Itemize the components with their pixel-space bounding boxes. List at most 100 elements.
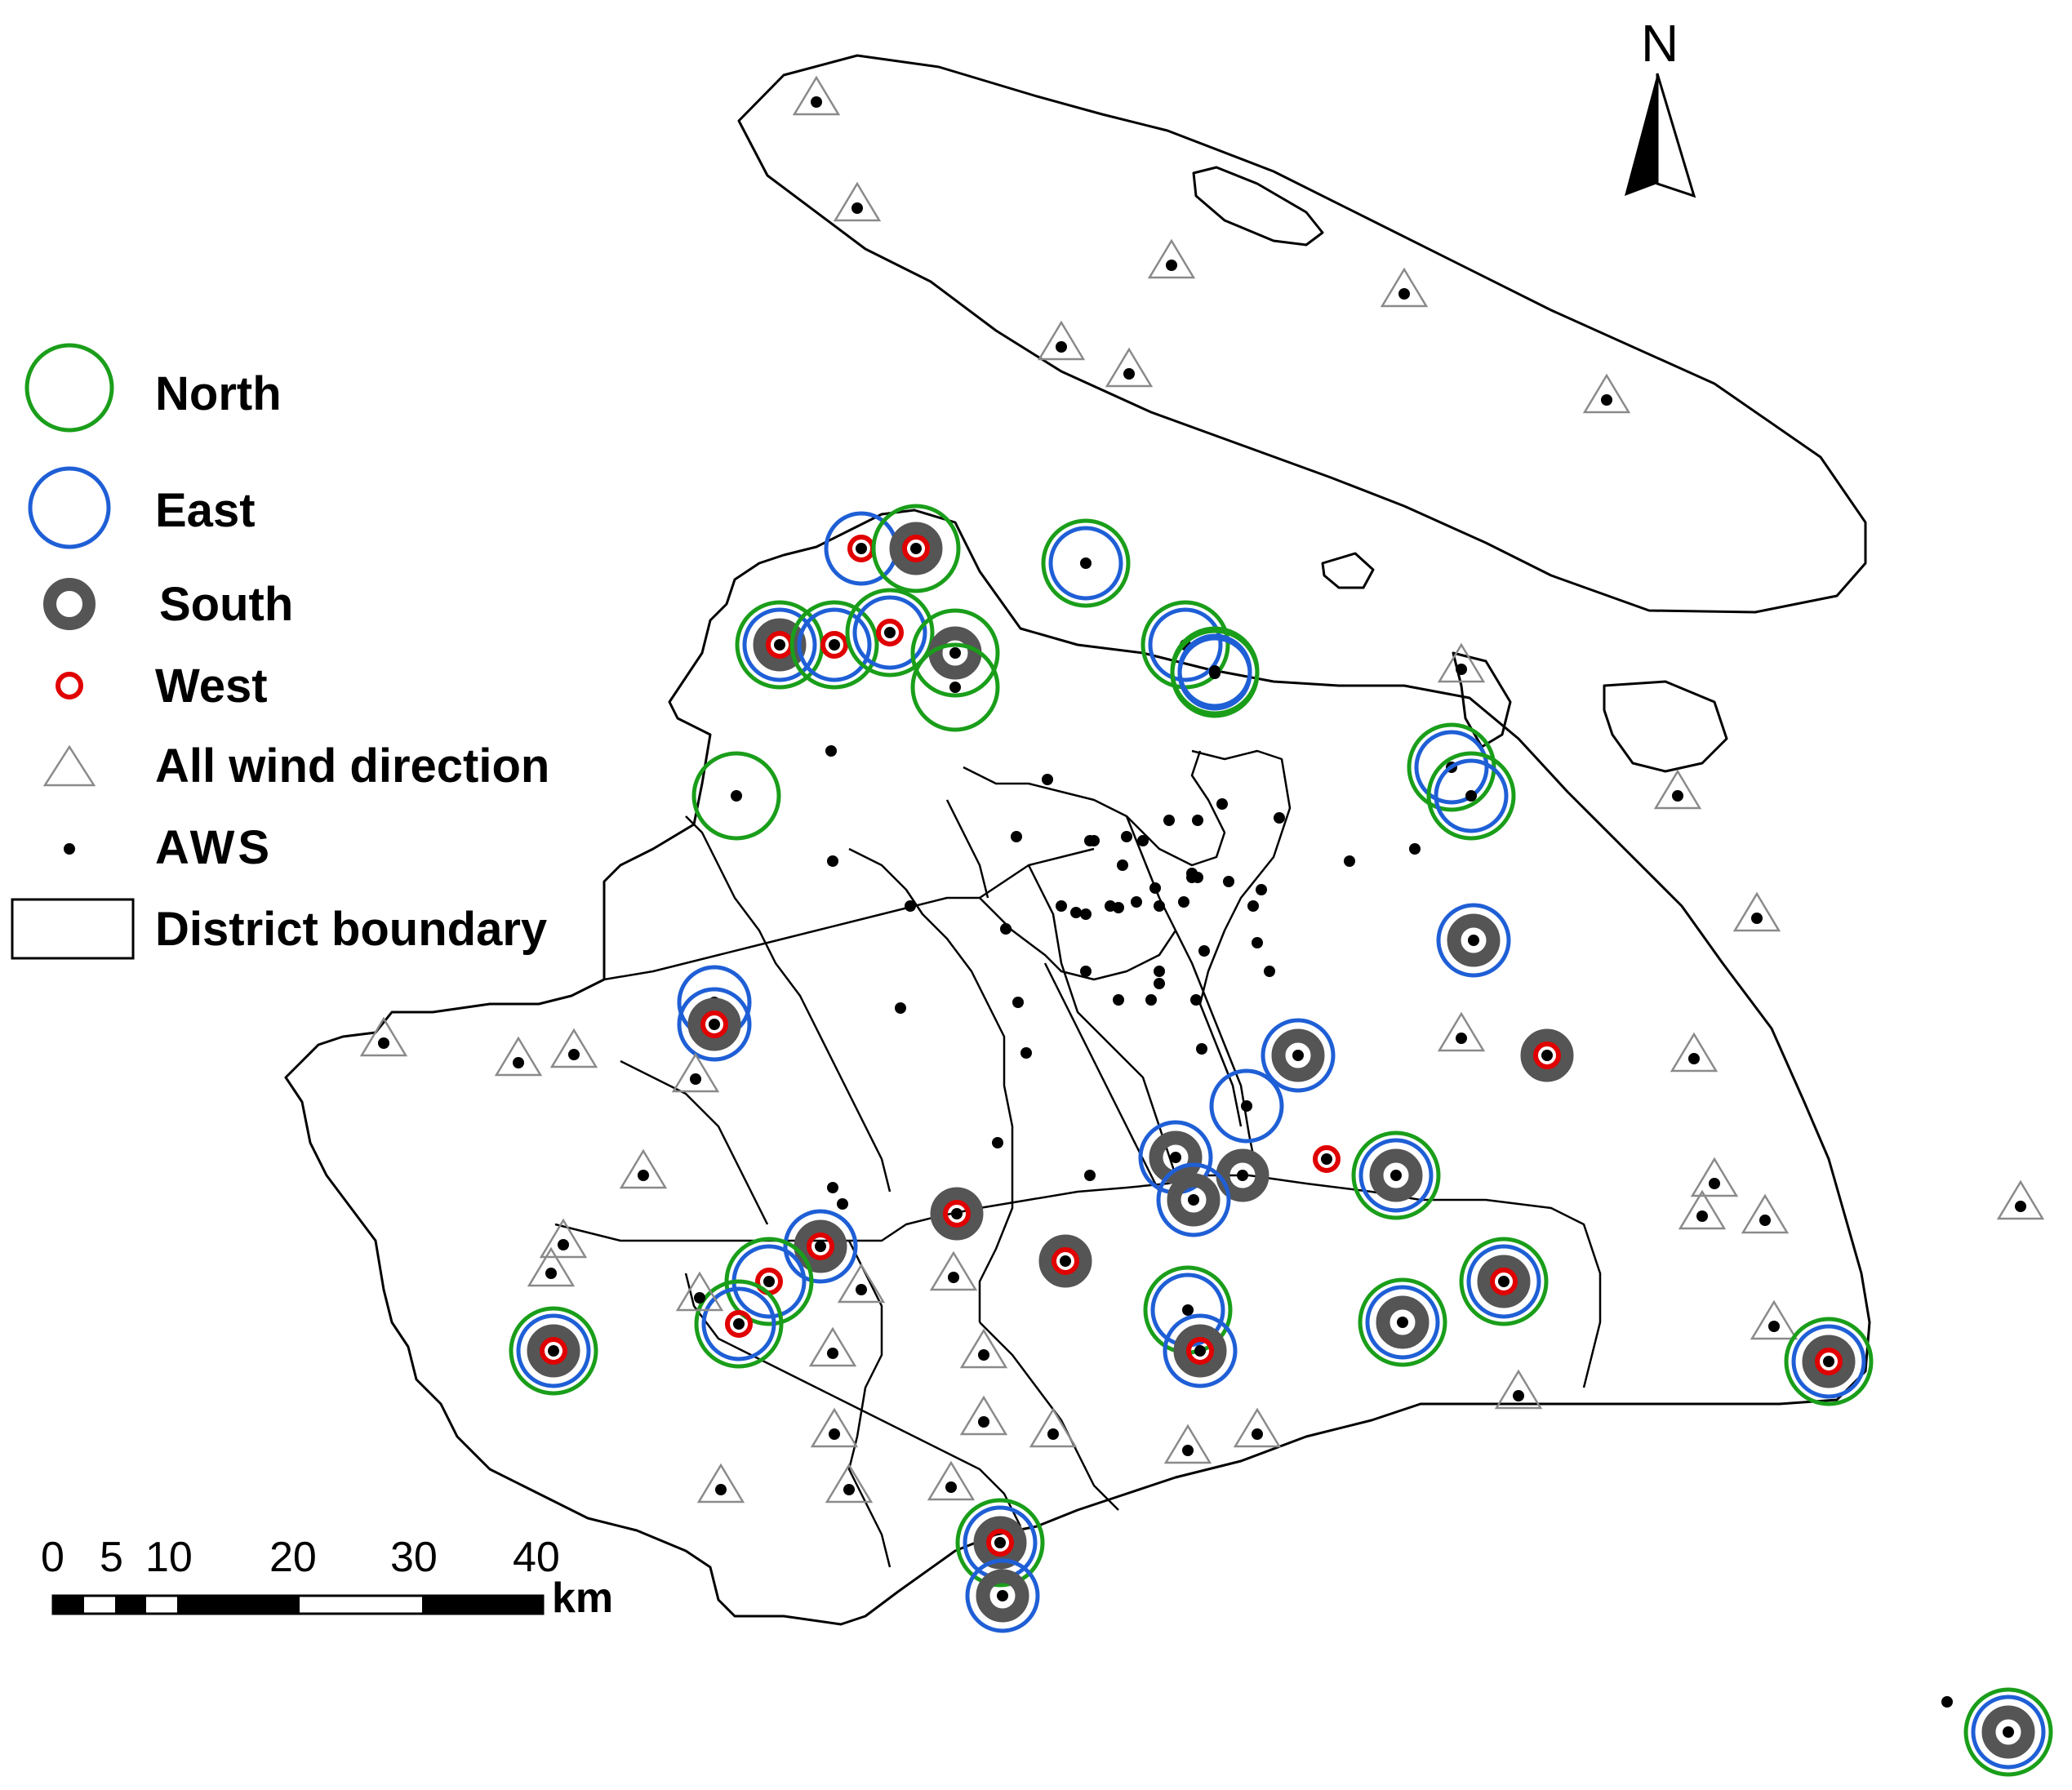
legend-west-label: West xyxy=(155,660,268,713)
aws-station-dot xyxy=(1056,900,1067,912)
aws-station-dot xyxy=(1190,994,1202,1006)
all-wind-direction-marker xyxy=(1741,1193,1790,1234)
aws-station-dot xyxy=(1121,831,1132,842)
all-wind-direction-marker xyxy=(1670,1032,1719,1073)
west-wind-marker xyxy=(986,1529,1014,1557)
district-line-11 xyxy=(847,1240,891,1568)
aws-station-dot xyxy=(1601,394,1612,406)
district-line-2 xyxy=(848,847,1014,1322)
aws-station-dot xyxy=(837,1198,848,1210)
aws-station-dot xyxy=(1498,1276,1510,1287)
aws-station-dot xyxy=(1321,1153,1332,1165)
chongming-island-boundary xyxy=(737,54,1867,614)
scale-tick-40: 40 xyxy=(513,1534,560,1581)
aws-station-dot xyxy=(1823,1356,1834,1367)
east-wind-marker xyxy=(1365,1285,1440,1360)
aws-station-dot xyxy=(1292,1050,1304,1061)
south-wind-marker xyxy=(1981,1705,2035,1759)
all-wind-direction-marker xyxy=(1163,1424,1212,1464)
district-line-13 xyxy=(620,1059,769,1225)
aws-station-dot xyxy=(827,1182,838,1193)
all-wind-direction-marker xyxy=(619,1148,668,1189)
small-island-2 xyxy=(1321,552,1375,589)
west-wind-marker xyxy=(902,535,930,562)
north-wind-marker xyxy=(1041,518,1131,608)
aws-station-dot xyxy=(1154,978,1165,989)
all-wind-direction-marker xyxy=(1996,1179,2045,1220)
aws-station-dot xyxy=(1209,665,1221,677)
south-wind-marker xyxy=(930,1187,984,1241)
aws-station-dot xyxy=(1182,1445,1194,1456)
all-wind-direction-marker xyxy=(825,1463,874,1504)
all-wind-direction-marker xyxy=(494,1036,543,1077)
district-line-1 xyxy=(603,847,1095,981)
east-wind-marker xyxy=(797,607,872,682)
aws-station-dot xyxy=(1541,1050,1553,1061)
west-wind-marker xyxy=(1052,1247,1079,1275)
legend-west-symbol xyxy=(56,672,83,700)
aws-station-dot xyxy=(948,1272,959,1283)
east-wind-marker xyxy=(965,1558,1040,1633)
scale-segment-3 xyxy=(177,1596,300,1614)
aws-station-dot xyxy=(951,1208,963,1219)
legend: North East South West All wind direction… xyxy=(11,343,549,960)
north-arrow-label: N xyxy=(1641,14,1678,73)
district-line-6 xyxy=(1191,749,1292,1127)
south-wind-marker xyxy=(1477,1255,1531,1308)
south-wind-marker xyxy=(1216,1148,1269,1202)
aws-station-dot xyxy=(1042,774,1053,785)
aws-station-dot xyxy=(1247,900,1259,912)
aws-station-dot xyxy=(1397,1317,1408,1328)
aws-station-dot xyxy=(548,1345,559,1357)
aws-station-dot xyxy=(827,1348,838,1359)
aws-station-dot xyxy=(1192,815,1203,826)
north-arrow-right-half xyxy=(1656,73,1696,198)
north-wind-marker xyxy=(910,642,1000,732)
scale-tick-5: 5 xyxy=(100,1534,123,1581)
aws-station-dot xyxy=(978,1349,989,1361)
east-wind-marker xyxy=(1436,903,1511,978)
north-wind-marker xyxy=(1351,1130,1441,1220)
north-wind-marker xyxy=(1426,751,1516,841)
all-wind-direction-marker xyxy=(808,1326,857,1367)
south-wind-marker xyxy=(794,1219,847,1273)
aws-station-dot xyxy=(1145,994,1157,1006)
scale-tick-30: 30 xyxy=(390,1534,438,1581)
west-wind-marker xyxy=(1186,1337,1214,1365)
south-wind-marker xyxy=(1149,1130,1203,1184)
aws-station-dot xyxy=(1088,835,1100,846)
north-wind-marker xyxy=(1358,1277,1447,1367)
aws-station-dot xyxy=(856,1284,867,1295)
west-wind-marker xyxy=(540,1337,567,1365)
aws-station-dot xyxy=(843,1484,855,1495)
aws-station-dot xyxy=(1194,1345,1206,1357)
aws-station-dot xyxy=(811,96,822,108)
aws-station-dot xyxy=(825,745,837,757)
north-wind-marker xyxy=(509,1306,598,1396)
aws-station-dot xyxy=(856,543,867,554)
mainland-boundary xyxy=(284,509,1871,1626)
east-wind-marker xyxy=(1358,1138,1434,1213)
all-wind-direction-marker xyxy=(1690,1157,1739,1197)
aws-station-dot xyxy=(1456,1033,1467,1044)
east-wind-marker xyxy=(852,595,927,670)
east-wind-marker xyxy=(783,1209,858,1284)
district-line-9 xyxy=(684,1273,1022,1527)
aws-station-dot xyxy=(1696,1210,1708,1222)
west-wind-marker xyxy=(1533,1042,1561,1069)
scale-segment-2 xyxy=(115,1596,146,1614)
legend-aws-symbol xyxy=(64,843,75,855)
east-wind-marker xyxy=(701,1286,776,1361)
legend-all-symbol xyxy=(42,744,96,787)
aws-station-dot xyxy=(949,647,961,659)
legend-south-symbol xyxy=(43,578,96,630)
east-wind-marker xyxy=(677,987,752,1062)
north-wind-marker xyxy=(1170,626,1260,716)
south-wind-marker xyxy=(889,522,943,575)
legend-boundary-symbol xyxy=(11,898,135,960)
aws-station-dot xyxy=(568,1049,580,1060)
legend-all-label: All wind direction xyxy=(155,740,549,793)
all-wind-direction-marker xyxy=(792,75,841,116)
aws-station-dot xyxy=(545,1268,557,1279)
